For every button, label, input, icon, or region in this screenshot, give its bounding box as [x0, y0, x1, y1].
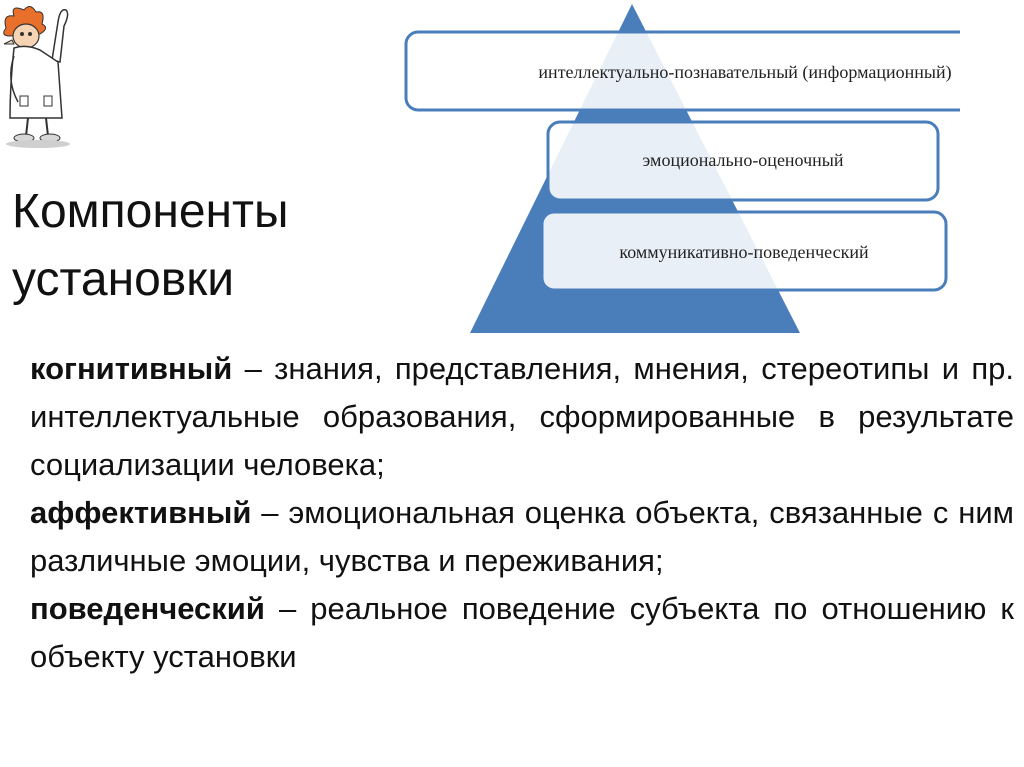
pyramid-layer-box-1 — [404, 30, 960, 112]
slide-title-line-2: установки — [12, 253, 235, 306]
pyramid-layer-label-emotional: эмоционально-оценочный — [642, 149, 844, 170]
cartoon-scientist-icon — [3, 6, 70, 148]
definition-term: аффективный — [30, 495, 252, 530]
pyramid-layer-label-behavioral: коммуникативно-поведенческий — [619, 241, 869, 262]
definition-text: – знания, представления, мнения, стереот… — [30, 351, 1014, 482]
definition-term: когнитивный — [30, 351, 233, 386]
definition-cognitive: когнитивный – знания, представления, мне… — [30, 345, 1014, 489]
pyramid-layer-box-3 — [540, 210, 948, 292]
pyramid-layer-box-2 — [546, 120, 940, 202]
slide-title-line-1: Компоненты — [12, 185, 289, 238]
definition-text: – эмоциональная оценка объекта, связанны… — [30, 495, 1014, 578]
definitions-text: когнитивный – знания, представления, мне… — [30, 345, 1014, 681]
definition-behavioral: поведенческий – реальное поведение субъе… — [30, 585, 1014, 681]
definition-term: поведенческий — [30, 591, 265, 626]
definition-text: – реальное поведение субъекта по отношен… — [30, 591, 1014, 674]
pyramid-diagram — [404, 4, 960, 333]
slide-title: Компоненты установки — [12, 178, 289, 314]
pyramid-layer-label-cognitive: интеллектуально-познавательный (информац… — [538, 61, 952, 82]
definition-affective: аффективный – эмоциональная оценка объек… — [30, 489, 1014, 585]
